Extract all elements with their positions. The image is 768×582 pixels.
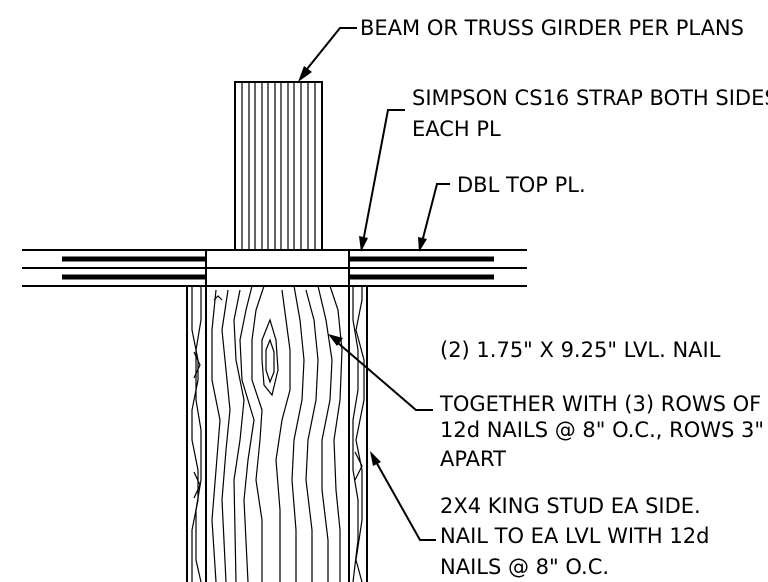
label-lvl-line4: APART — [440, 447, 506, 471]
leader-lvl — [328, 334, 433, 411]
king-stud-left — [186, 286, 207, 582]
leader-king-stud — [370, 451, 436, 541]
leader-beam — [298, 27, 357, 82]
leader-strap — [359, 109, 405, 252]
double-top-plate — [22, 249, 527, 287]
label-lvl-line1: (2) 1.75" X 9.25" LVL. NAIL — [440, 338, 721, 362]
label-strap-line1: SIMPSON CS16 STRAP BOTH SIDES — [412, 86, 768, 110]
beam-grain-lines — [241, 82, 316, 250]
label-top-plate: DBL TOP PL. — [457, 173, 586, 197]
label-beam: BEAM OR TRUSS GIRDER PER PLANS — [360, 16, 744, 40]
label-strap-line2: EACH PL — [412, 117, 501, 141]
beam-or-girder — [234, 81, 323, 251]
lvl-grain-lines — [211, 285, 343, 582]
label-stud-line3: NAILS @ 8" O.C. — [440, 555, 609, 579]
label-stud-line1: 2X4 KING STUD EA SIDE. — [440, 494, 701, 518]
leader-top-plate — [418, 183, 450, 252]
label-stud-line2: NAIL TO EA LVL WITH 12d — [440, 524, 709, 548]
label-lvl-line3: 12d NAILS @ 8" O.C., ROWS 3" — [440, 418, 764, 442]
king-stud-right — [348, 286, 368, 582]
lvl-header — [205, 285, 350, 582]
label-lvl-line2: TOGETHER WITH (3) ROWS OF — [439, 392, 761, 416]
beam-outline — [234, 81, 323, 251]
